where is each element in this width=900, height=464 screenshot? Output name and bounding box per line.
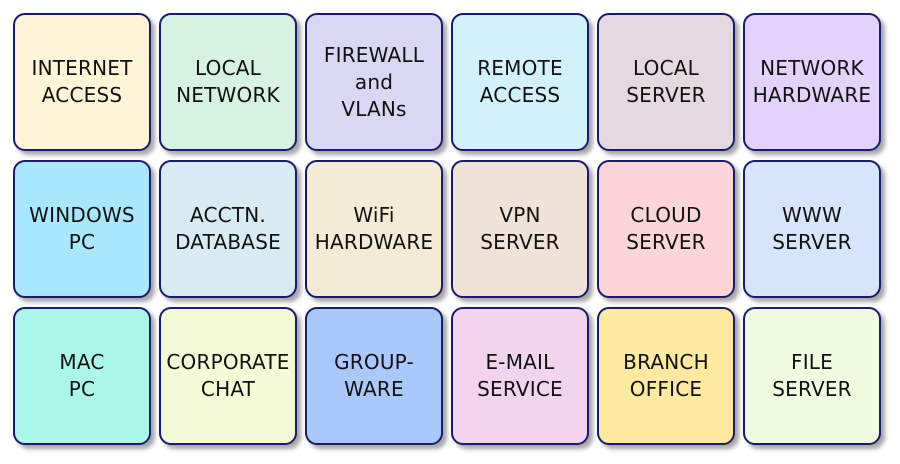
tile-file-server: FILE SERVER [743, 307, 881, 445]
tile-www-server: WWW SERVER [743, 160, 881, 298]
tile-label: NETWORK HARDWARE [752, 56, 872, 107]
tile-label: WWW SERVER [772, 203, 852, 254]
tile-branch-office: BRANCH OFFICE [597, 307, 735, 445]
tile-windows-pc: WINDOWS PC [13, 160, 151, 298]
tile-label: E-MAIL SERVICE [477, 350, 563, 401]
tile-vpn-server: VPN SERVER [451, 160, 589, 298]
tile-label: REMOTE ACCESS [477, 56, 563, 107]
tile-grid: INTERNET ACCESS LOCAL NETWORK FIREWALL a… [13, 13, 881, 445]
tile-label: WiFi HARDWARE [314, 203, 434, 254]
tile-local-server: LOCAL SERVER [597, 13, 735, 151]
tile-label: WINDOWS PC [29, 203, 135, 254]
tile-network-hardware: NETWORK HARDWARE [743, 13, 881, 151]
tile-email-service: E-MAIL SERVICE [451, 307, 589, 445]
tile-label: GROUP- WARE [334, 350, 414, 401]
tile-remote-access: REMOTE ACCESS [451, 13, 589, 151]
tile-label: FILE SERVER [772, 350, 852, 401]
tile-label: INTERNET ACCESS [31, 56, 133, 107]
tile-label: FIREWALL and VLANs [323, 42, 425, 121]
tile-firewall-vlans: FIREWALL and VLANs [305, 13, 443, 151]
tile-label: LOCAL NETWORK [176, 56, 280, 107]
tile-local-network: LOCAL NETWORK [159, 13, 297, 151]
tile-groupware: GROUP- WARE [305, 307, 443, 445]
tile-label: LOCAL SERVER [626, 56, 706, 107]
tile-acctn-database: ACCTN. DATABASE [159, 160, 297, 298]
tile-mac-pc: MAC PC [13, 307, 151, 445]
tile-label: BRANCH OFFICE [623, 350, 709, 401]
tile-internet-access: INTERNET ACCESS [13, 13, 151, 151]
tile-label: MAC PC [59, 350, 105, 401]
tile-label: VPN SERVER [480, 203, 560, 254]
tile-label: CLOUD SERVER [626, 203, 706, 254]
tile-label: ACCTN. DATABASE [175, 203, 281, 254]
tile-corporate-chat: CORPORATE CHAT [159, 307, 297, 445]
tile-label: CORPORATE CHAT [166, 350, 290, 401]
tile-cloud-server: CLOUD SERVER [597, 160, 735, 298]
tile-wifi-hardware: WiFi HARDWARE [305, 160, 443, 298]
